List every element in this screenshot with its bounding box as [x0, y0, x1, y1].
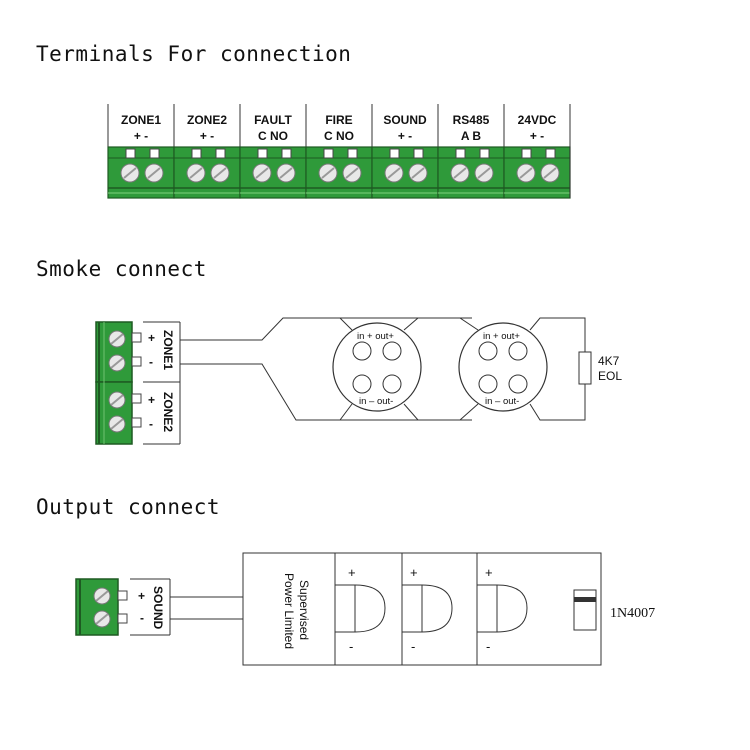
terminal-pins: + -: [134, 129, 148, 143]
terminal-name: 24VDC: [518, 113, 557, 127]
zone2-plus: +: [148, 393, 155, 407]
terminal-zone1: ZONE1 + -: [107, 104, 175, 199]
smoke-terminal-block: + - + - ZONE1 ZONE2: [95, 321, 181, 445]
terminal-zone2: ZONE2 + -: [173, 104, 241, 199]
output-connect-title: Output connect: [36, 495, 221, 519]
sound-minus: -: [140, 611, 144, 625]
sounder-2: + -: [402, 565, 453, 654]
eol-value: 4K7: [598, 354, 620, 368]
terminal-name: ZONE1: [121, 113, 161, 127]
smoke-connect-title: Smoke connect: [36, 257, 207, 281]
output-terminal-block: + - SOUND: [75, 578, 171, 636]
screw: [108, 354, 126, 372]
smoke-zone1-label: ZONE1: [161, 330, 175, 370]
screw: [342, 163, 362, 183]
screw: [474, 163, 494, 183]
terminal-name: FAULT: [254, 113, 292, 127]
screw: [108, 415, 126, 433]
screw: [276, 163, 296, 183]
smoke-detector-2: in + out+ in – out-: [458, 322, 548, 412]
screw: [540, 163, 560, 183]
detector2-top-label: in + out+: [483, 331, 520, 342]
screw: [120, 163, 140, 183]
terminal-pins: + -: [530, 129, 544, 143]
screw: [144, 163, 164, 183]
pin-socket: [389, 148, 400, 159]
terminal-name: FIRE: [325, 113, 352, 127]
terminal-fire: FIRE C NO: [305, 104, 373, 199]
detector1-top-label: in + out+: [357, 331, 394, 342]
sounder2-plus: +: [410, 565, 418, 580]
screw: [516, 163, 536, 183]
zone2-minus: -: [149, 417, 153, 431]
eol-label: EOL: [598, 369, 622, 383]
terminal-name: RS485: [453, 113, 490, 127]
pin-socket: [455, 148, 466, 159]
terminals-title: Terminals For connection: [36, 42, 352, 66]
terminal-rs485: RS485 A B: [437, 104, 505, 199]
pin-socket: [257, 148, 268, 159]
sounder1-minus: -: [349, 639, 353, 654]
diode: 1N4007: [573, 589, 655, 631]
zone1-minus: -: [149, 355, 153, 369]
eol-resistor: 4K7 EOL: [578, 351, 622, 385]
pin-socket: [281, 148, 292, 159]
screw: [318, 163, 338, 183]
output-wiring: [170, 552, 602, 666]
smoke-wiring: [180, 317, 586, 421]
screw: [450, 163, 470, 183]
terminal-fault: FAULT C NO: [239, 104, 307, 199]
terminal-sound: SOUND + -: [371, 104, 439, 199]
smoke-detector-1: in + out+ in – out-: [332, 322, 422, 412]
screw: [384, 163, 404, 183]
terminal-pins: C NO: [258, 129, 288, 143]
sounder-1: + -: [335, 565, 386, 654]
sounder3-minus: -: [486, 639, 490, 654]
screw: [108, 391, 126, 409]
sounder2-minus: -: [411, 639, 415, 654]
terminal-pins: A B: [461, 129, 482, 143]
sounder3-plus: +: [485, 565, 493, 580]
terminal-pins: + -: [200, 129, 214, 143]
terminal-24vdc: 24VDC + -: [503, 104, 571, 199]
zone1-plus: +: [148, 331, 155, 345]
pin-socket: [521, 148, 532, 159]
terminal-pins: C NO: [324, 129, 354, 143]
supervised-line1: Supervised: [297, 580, 311, 640]
pin-socket: [125, 148, 136, 159]
screw: [252, 163, 272, 183]
pin-socket: [191, 148, 202, 159]
screw: [210, 163, 230, 183]
screw: [108, 330, 126, 348]
screw: [93, 610, 111, 628]
terminal-strip: ZONE1 + - ZONE2 + - FAULT C NO FIRE C NO SOUND + …: [107, 104, 571, 199]
smoke-zone2-label: ZONE2: [161, 392, 175, 432]
output-sound-label: SOUND: [151, 586, 165, 630]
terminal-pins: + -: [398, 129, 412, 143]
screw: [408, 163, 428, 183]
diode-label: 1N4007: [610, 606, 655, 621]
terminal-name: SOUND: [383, 113, 427, 127]
pin-socket: [545, 148, 556, 159]
detector2-bottom-label: in – out-: [485, 396, 519, 407]
screw: [186, 163, 206, 183]
sound-plus: +: [138, 589, 145, 603]
pin-socket: [413, 148, 424, 159]
sounder1-plus: +: [348, 565, 356, 580]
screw: [93, 587, 111, 605]
supervised-line2: Power Limited: [282, 573, 296, 649]
pin-socket: [323, 148, 334, 159]
sounder-3: + -: [477, 565, 528, 654]
supervised-label: Supervised Power Limited: [282, 573, 311, 649]
pin-socket: [149, 148, 160, 159]
pin-socket: [215, 148, 226, 159]
detector1-bottom-label: in – out-: [359, 396, 393, 407]
pin-socket: [347, 148, 358, 159]
terminal-name: ZONE2: [187, 113, 227, 127]
pin-socket: [479, 148, 490, 159]
